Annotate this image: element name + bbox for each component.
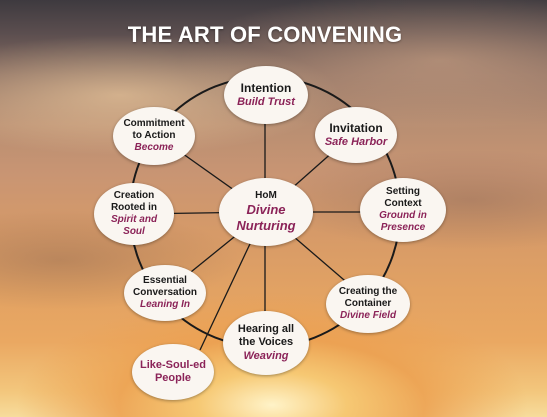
- node-creation-rooted: Creation Rooted in Spirit and Soul: [94, 183, 174, 245]
- node-commitment-label: Commitment to Action: [123, 118, 185, 141]
- node-setting-context-label: Setting Context: [384, 186, 422, 209]
- node-setting-context-sub: Ground in Presence: [379, 210, 427, 233]
- center-line1: HoM: [255, 190, 277, 202]
- node-creating-container-label: Creating the Container: [338, 286, 398, 309]
- node-invitation: Invitation Safe Harbor: [315, 107, 397, 163]
- node-intention: Intention Build Trust: [224, 66, 308, 124]
- node-hearing-voices-label: Hearing all the Voices: [237, 323, 295, 349]
- page-title: THE ART OF CONVENING: [127, 22, 403, 47]
- node-essential-conversation-label: Essential Conversation: [133, 275, 197, 298]
- node-commitment-sub: Become: [134, 142, 174, 153]
- node-invitation-label: Invitation: [329, 121, 383, 136]
- node-essential-conversation-sub: Leaning In: [140, 299, 190, 310]
- node-invitation-sub: Safe Harbor: [324, 135, 388, 148]
- center-line2: Divine Nurturing: [236, 202, 296, 233]
- node-creation-rooted-label: Creation Rooted in: [110, 190, 158, 213]
- node-intention-sub: Build Trust: [237, 95, 295, 108]
- node-center: HoM Divine Nurturing: [219, 178, 313, 246]
- node-hearing-voices-sub: Weaving: [243, 349, 289, 362]
- node-like-souled-label: Like-Soul-ed People: [139, 358, 206, 384]
- node-hearing-voices: Hearing all the Voices Weaving: [223, 311, 309, 375]
- node-like-souled: Like-Soul-ed People: [132, 344, 214, 400]
- node-creating-container-sub: Divine Field: [339, 310, 397, 321]
- node-creating-container: Creating the Container Divine Field: [326, 275, 410, 333]
- node-intention-label: Intention: [240, 81, 292, 96]
- node-setting-context: Setting Context Ground in Presence: [360, 178, 446, 242]
- node-creation-rooted-sub: Spirit and Soul: [110, 214, 158, 237]
- node-commitment: Commitment to Action Become: [113, 107, 195, 165]
- node-essential-conversation: Essential Conversation Leaning In: [124, 265, 206, 321]
